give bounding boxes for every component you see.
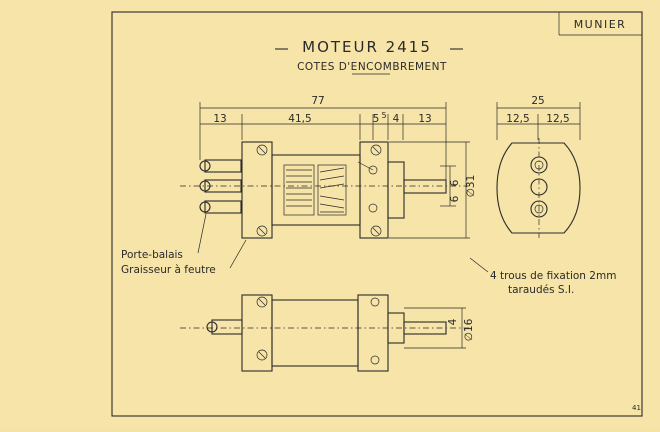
dim-vert-2: 6 bbox=[449, 195, 461, 202]
side-vertical-dimensions bbox=[389, 141, 470, 239]
drawing-border bbox=[111, 11, 643, 417]
page-title: MOTEUR 2415 bbox=[302, 38, 432, 56]
dim-seg-3: 5 bbox=[373, 113, 380, 125]
width-label: 25 bbox=[531, 95, 544, 107]
overall-length-label: 77 bbox=[311, 95, 324, 107]
dim-vert-diameter: ∅31 bbox=[465, 175, 477, 198]
label-fixing-holes-1: 4 trous de fixation 2mm bbox=[490, 270, 616, 282]
dim-vert-1: 6 bbox=[449, 179, 461, 186]
label-fixing-holes-2: taraudés S.I. bbox=[508, 284, 574, 296]
label-felt-oiler: Graisseur à feutre bbox=[121, 264, 216, 276]
brand-label: MUNIER bbox=[574, 18, 627, 31]
dim-seg-2: 41,5 bbox=[288, 113, 311, 125]
motor-side-view bbox=[180, 141, 470, 239]
corner-mark: 41 bbox=[632, 404, 641, 412]
dim-seg-5: 4 bbox=[393, 113, 400, 125]
width-half-right: 12,5 bbox=[546, 113, 569, 125]
leader-brush-holder bbox=[197, 213, 207, 254]
bottom-dim-diameter: ∅16 bbox=[463, 318, 475, 341]
dim-seg-4: 5 bbox=[381, 111, 386, 120]
dim-seg-1: 13 bbox=[213, 113, 226, 125]
leader-felt-oiler bbox=[229, 239, 247, 269]
motor-bottom-view bbox=[180, 294, 470, 372]
motor-end-view bbox=[496, 138, 581, 238]
bottom-dim-4: 4 bbox=[447, 318, 459, 325]
label-brush-holder: Porte-balais bbox=[121, 249, 183, 261]
page-subtitle: COTES D'ENCOMBREMENT bbox=[297, 61, 447, 73]
width-half-left: 12,5 bbox=[506, 113, 529, 125]
leader-fixing-holes bbox=[469, 257, 489, 273]
dim-seg-6: 13 bbox=[418, 113, 431, 125]
